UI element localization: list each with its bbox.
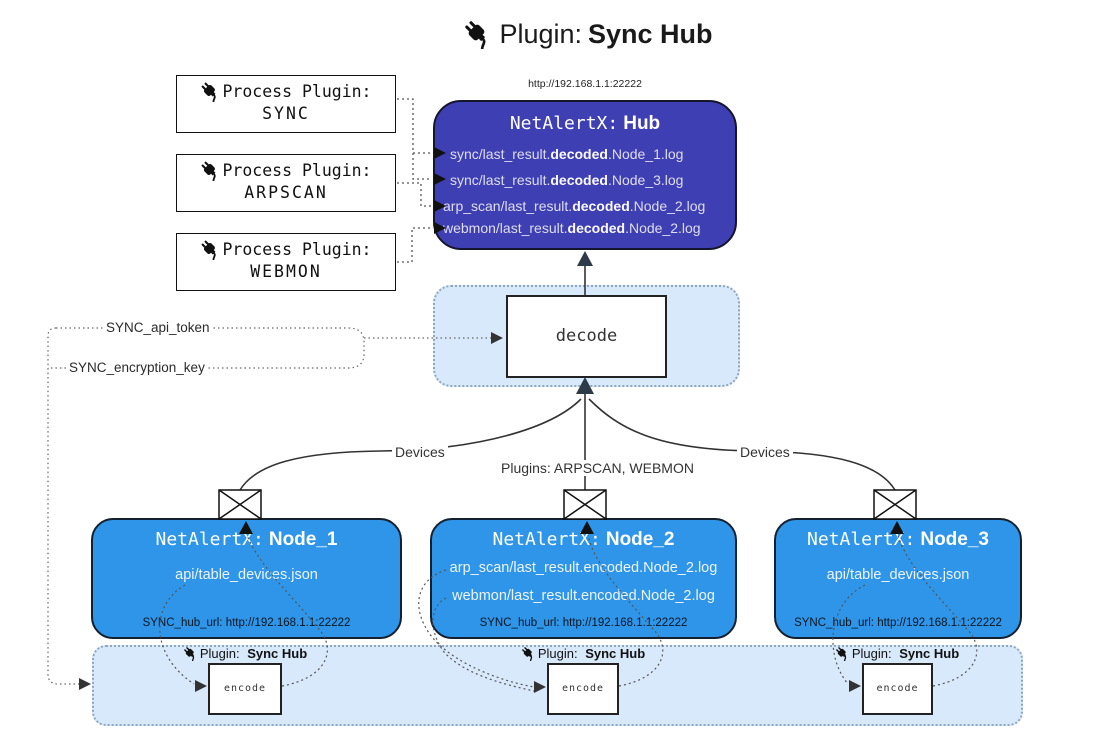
envelope-icon [873, 489, 917, 520]
decode-box: decode [506, 295, 667, 378]
process-plugin-sync: Process Plugin: SYNC [176, 75, 396, 133]
node-hub-url: SYNC_hub_url: http://192.168.1.1:22222 [142, 617, 351, 629]
process-plugin-label: Process Plugin: [222, 161, 372, 180]
node-title: NetAlertX:Node_3 [806, 529, 989, 550]
process-plugin-name: WEBMON [250, 262, 322, 281]
node-file: api/table_devices.json [826, 567, 970, 583]
sync-api-token-label: SYNC_api_token [103, 320, 213, 335]
encoder-plugin-label: Plugin: Sync Hub [822, 646, 972, 661]
encoder-plugin-label: Plugin: Sync Hub [170, 646, 320, 661]
plug-icon [183, 646, 198, 661]
hub-file: webmon/last_result.decoded.Node_2.log [443, 220, 701, 236]
node-file: api/table_devices.json [175, 567, 318, 583]
encoder-plugin-label: Plugin: Sync Hub [508, 646, 658, 661]
envelope-icon [218, 489, 262, 520]
plug-icon [200, 239, 221, 260]
plug-icon [200, 81, 221, 102]
devices-edge-label-right: Devices [737, 444, 793, 460]
process-plugin-webmon: Process Plugin: WEBMON [176, 233, 396, 291]
node-title: NetAlertX:Node_1 [155, 529, 338, 550]
page-title-prefix: Plugin: [499, 18, 583, 49]
page-title: Plugin: Sync Hub [288, 14, 888, 54]
page-title-name: Sync Hub [588, 18, 713, 49]
hub-url: http://192.168.1.1:22222 [528, 78, 642, 90]
hub-title: NetAlertX:Hub [435, 113, 735, 135]
node-hub-url: SYNC_hub_url: http://192.168.1.1:22222 [794, 617, 1002, 629]
node-file: webmon/last_result.encoded.Node_2.log [452, 588, 715, 604]
encode-box-2: encode [547, 663, 619, 715]
devices-edge-label-left: Devices [392, 444, 448, 460]
plug-icon [200, 160, 221, 181]
process-plugin-arpscan: Process Plugin: ARPSCAN [176, 154, 396, 212]
process-plugin-label: Process Plugin: [222, 82, 372, 101]
process-plugin-name: SYNC [262, 104, 310, 123]
node-file: arp_scan/last_result.encoded.Node_2.log [449, 560, 718, 576]
process-plugin-label: Process Plugin: [222, 240, 372, 259]
sync-encryption-key-label: SYNC_encryption_key [66, 360, 208, 375]
plugins-edge-label: Plugins: ARPSCAN, WEBMON [498, 460, 694, 476]
hub-title-name: Hub [623, 113, 661, 134]
hub-file: arp_scan/last_result.decoded.Node_2.log [443, 198, 706, 214]
node-hub-url: SYNC_hub_url: http://192.168.1.1:22222 [479, 617, 688, 629]
netalertx-hub: NetAlertX:Hub sync/last_result.decoded.N… [433, 100, 737, 250]
encode-box-3: encode [862, 663, 933, 715]
envelope-icons [218, 489, 917, 520]
netalertx-node-1: NetAlertX:Node_1 api/table_devices.json … [91, 518, 402, 639]
hub-file: sync/last_result.decoded.Node_1.log [450, 146, 684, 162]
plug-icon [521, 646, 536, 661]
plug-icon [463, 19, 493, 49]
encode-box-1: encode [208, 663, 282, 715]
node-title: NetAlertX:Node_2 [492, 529, 675, 550]
hub-file: sync/last_result.decoded.Node_3.log [450, 172, 684, 188]
plugin-connectors [397, 98, 432, 263]
plug-icon [835, 646, 850, 661]
hub-title-prefix: NetAlertX: [509, 113, 619, 134]
process-plugin-name: ARPSCAN [244, 183, 328, 202]
envelope-icon [563, 489, 607, 520]
netalertx-node-3: NetAlertX:Node_3 api/table_devices.json … [774, 518, 1022, 639]
netalertx-node-2: NetAlertX:Node_2 arp_scan/last_result.en… [430, 518, 737, 639]
